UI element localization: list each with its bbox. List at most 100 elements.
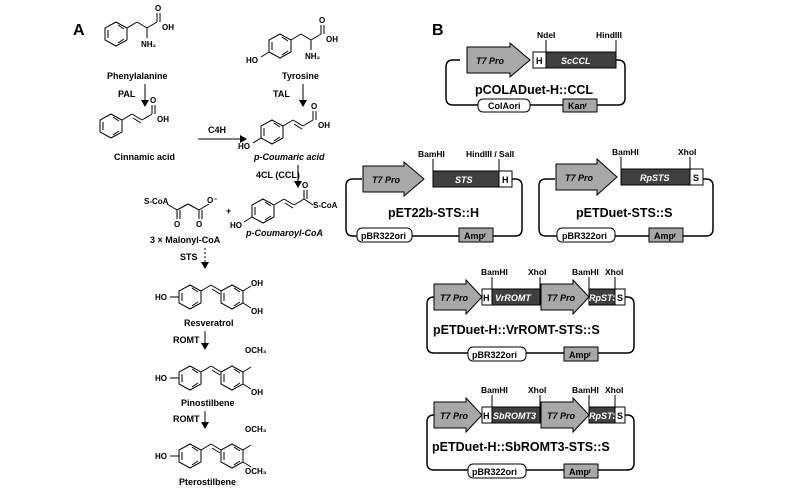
cinnamic-acid-label: Cinnamic acid (114, 152, 175, 162)
site-bamhi-1: BamHI (481, 267, 508, 277)
phe-o: O (155, 4, 161, 13)
site-ndei: NdeI (537, 30, 555, 40)
plasmid-petduet-h-vrromt-sts-s: T7 Pro H VrROMT T7 Pro RpSTS S BamHI Xho… (426, 267, 635, 362)
res-ho: HO (155, 293, 167, 302)
mal-o-minus: O⁻ (207, 196, 217, 205)
t7-promoter-arrow (362, 160, 425, 198)
plasmid-name: pET22b-STS::H (388, 206, 479, 220)
plasmid-petduet-sts-s: T7 Pro RpSTS S BamHI XhoI pETDuet-STS::S… (538, 147, 714, 243)
t7-promoter-label: T7 Pro (565, 173, 594, 183)
4cl-label: 4CL (CCL) (256, 170, 300, 180)
tyr-o: O (319, 16, 325, 25)
tal-label: TAL (273, 89, 290, 99)
phe-nh2: NH₂ (141, 40, 157, 49)
gene-vrromt-box (491, 288, 541, 306)
pte-och3-1: OCH₃ (245, 425, 267, 434)
c4h-label: C4H (208, 125, 226, 135)
panel-a-label: A (73, 22, 85, 39)
pterostilbene-label: Pterostilbene (179, 477, 236, 487)
gene-sbromt3-box (491, 406, 541, 424)
h-tag-label: H (483, 293, 490, 303)
gene-sts-label: STS (455, 175, 473, 185)
plus-sign: + (226, 206, 231, 216)
site-bamhi: BamHI (418, 149, 445, 159)
site-xhoi-1: XhoI (528, 385, 546, 395)
pinostilbene-structure (170, 365, 252, 391)
pte-och3-2: OCH₃ (245, 467, 267, 476)
t7-promoter-label-1: T7 Pro (440, 411, 469, 421)
res-oh2: OH (251, 307, 263, 316)
pin-och3: OCH₃ (245, 346, 267, 355)
gene-rpsts-label: RpSTS (589, 293, 619, 303)
malonyl-coa-label: 3 × Malonyl-CoA (150, 235, 221, 245)
site-xhoi-1: XhoI (528, 267, 546, 277)
t7-promoter-label: T7 Pro (476, 56, 505, 66)
pin-ho: HO (155, 374, 167, 383)
t7-promoter-arrow-2 (540, 278, 590, 316)
h-tag-label: H (502, 175, 509, 185)
pterostilbene-structure (170, 443, 252, 469)
site-hindiii-sali: HindIII / SalI (466, 149, 514, 159)
t7-promoter-arrow-2 (540, 396, 590, 434)
pcc-o: O (302, 181, 308, 190)
site-bamhi-2: BamHI (572, 267, 599, 277)
pin-oh: OH (251, 388, 263, 397)
tyrosine-label: Tyrosine (282, 71, 319, 81)
t7-promoter-arrow-1 (433, 278, 483, 316)
plasmid-name: pETDuet-STS::S (576, 206, 673, 220)
gene-vrromt-label: VrROMT (495, 293, 532, 303)
marker-box (648, 227, 684, 243)
pte-ho: HO (155, 452, 167, 461)
mal-scoa: S-CoA (144, 197, 169, 206)
panel-b-label: B (432, 22, 444, 39)
gene-rpsts-label: RpSTS (640, 173, 670, 183)
ori-label: pBR322ori (562, 231, 607, 241)
site-hindiii: HindIII (596, 30, 622, 40)
p-coumaric-acid-label: p-Coumaric acid (253, 152, 325, 162)
t7-promoter-arrow (466, 41, 531, 79)
pcc-scoa: S-CoA (313, 201, 338, 210)
cinnamic-acid-structure (99, 105, 156, 139)
malonyl-coa-structure (166, 203, 210, 219)
gene-sbromt3-label: SbROMT3 (493, 411, 536, 421)
tyrosine-structure (260, 25, 325, 59)
phenylalanine-label: Phenylalanine (107, 71, 168, 81)
marker-box (563, 463, 599, 479)
marker-box (458, 227, 494, 243)
p-coumaroyl-coa-label: p-Coumaroyl-CoA (245, 228, 323, 238)
ori-label: pBR322ori (472, 467, 517, 477)
pal-label: PAL (118, 89, 136, 99)
site-bamhi: BamHI (612, 147, 639, 157)
t7-promoter-arrow-1 (433, 396, 483, 434)
cin-oh: OH (157, 115, 169, 124)
tyr-oh: OH (326, 35, 338, 44)
gene-scccl-label: ScCCL (561, 56, 591, 66)
s-tag-label: S (617, 293, 623, 303)
ori-box (556, 227, 616, 243)
marker-label: Ampʳ (654, 231, 677, 241)
ori-box (356, 227, 413, 243)
plasmid-name: pETDuet-H::SbROMT3-STS::S (432, 440, 610, 454)
t7-promoter-label-1: T7 Pro (440, 293, 469, 303)
pcc-ho: HO (230, 221, 242, 230)
marker-label: Ampʳ (569, 350, 592, 360)
s-tag-label: S (617, 411, 623, 421)
pca-ho: HO (238, 142, 250, 151)
site-xhoi: XhoI (678, 147, 696, 157)
marker-box (563, 346, 599, 362)
romt-label-1: ROMT (173, 335, 200, 345)
marker-label: Ampʳ (569, 467, 592, 477)
ori-box (467, 346, 527, 362)
plasmid-pcoladuet-h-ccl: T7 Pro H ScCCL NdeI HindIII pCOLADuet-H:… (445, 30, 626, 113)
t7-promoter-arrow (555, 157, 618, 197)
ori-box (467, 463, 527, 479)
plasmid-name: pETDuet-H::VrROMT-STS::S (433, 323, 600, 337)
phenylalanine-structure (104, 13, 161, 47)
sts-label: STS (180, 252, 198, 262)
plasmid-petduet-h-sbromt3-sts-s: T7 Pro H SbROMT3 T7 Pro RpSTS S BamHI Xh… (426, 385, 635, 479)
mal-o2: O (196, 220, 202, 229)
ori-label: pBR322ori (361, 231, 406, 241)
gene-scccl-box (545, 51, 617, 69)
site-bamhi-1: BamHI (481, 385, 508, 395)
